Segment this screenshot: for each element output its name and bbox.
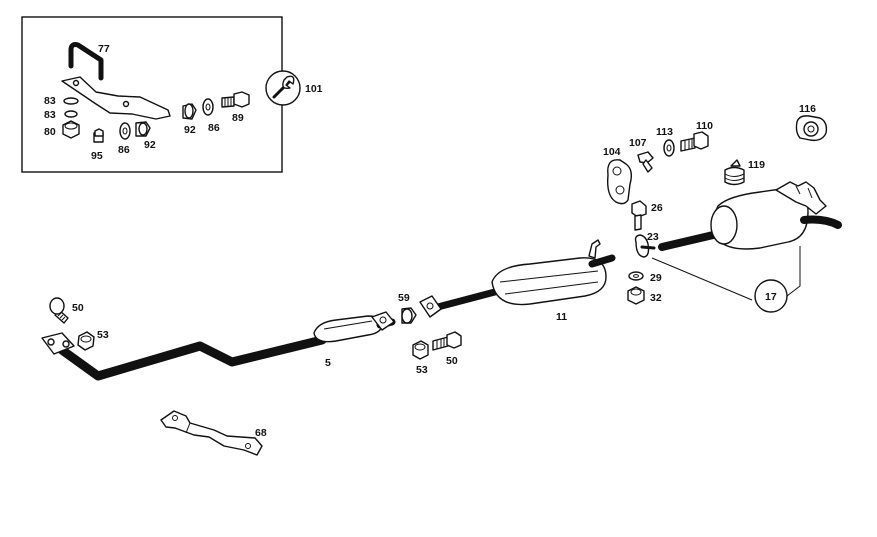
muffler-11-flange bbox=[419, 295, 442, 318]
bolt-89-icon bbox=[221, 91, 250, 108]
callout-circle-17 bbox=[754, 279, 788, 313]
label-17: 17 bbox=[765, 291, 777, 303]
bracket-hole bbox=[72, 79, 80, 87]
label-32: 32 bbox=[650, 292, 662, 304]
muffler-5-flange bbox=[371, 311, 395, 331]
label-116: 116 bbox=[799, 103, 816, 115]
nut-53-left bbox=[77, 331, 95, 351]
rear-muffler-17 bbox=[658, 181, 842, 251]
label-110: 110 bbox=[696, 120, 713, 132]
washer-83-icon bbox=[63, 97, 79, 105]
label-89: 89 bbox=[232, 112, 244, 124]
label-53: 53 bbox=[416, 364, 428, 376]
label-29: 29 bbox=[650, 272, 662, 284]
label-26: 26 bbox=[651, 202, 663, 214]
bolt-95-icon bbox=[93, 128, 104, 143]
label-92: 92 bbox=[184, 124, 196, 136]
label-83: 83 bbox=[44, 95, 56, 107]
bolt-50-mid bbox=[432, 331, 462, 351]
label-83: 83 bbox=[44, 109, 56, 121]
label-107: 107 bbox=[629, 137, 647, 149]
label-23: 23 bbox=[647, 231, 659, 243]
label-77: 77 bbox=[98, 43, 110, 55]
tool-101: 101 bbox=[265, 70, 323, 106]
label-119: 119 bbox=[748, 159, 765, 171]
label-80: 80 bbox=[44, 126, 56, 138]
washer-113-icon bbox=[663, 139, 675, 157]
washer-29-icon bbox=[628, 271, 644, 281]
bracket-68 bbox=[160, 410, 263, 456]
washer-86-icon bbox=[119, 122, 131, 140]
inset-bracket bbox=[61, 76, 171, 120]
rubber-hanger-104 bbox=[606, 159, 633, 205]
front-flange bbox=[41, 332, 75, 355]
washer-83-icon bbox=[64, 110, 78, 118]
label-104: 104 bbox=[603, 146, 621, 158]
label-101: 101 bbox=[305, 83, 323, 95]
leader-lines bbox=[651, 246, 801, 301]
rubber-buffer-119 bbox=[724, 159, 745, 186]
seal-ring-59 bbox=[401, 307, 417, 324]
label-95: 95 bbox=[91, 150, 103, 162]
rubber-mount-116 bbox=[795, 115, 828, 142]
label-50: 50 bbox=[446, 355, 458, 367]
label-11: 11 bbox=[556, 311, 567, 323]
washer-86-icon bbox=[202, 98, 214, 116]
label-53: 53 bbox=[97, 329, 109, 341]
front-pipe bbox=[41, 332, 327, 381]
muffler-17-hanger bbox=[775, 181, 827, 215]
clip-107 bbox=[637, 151, 654, 173]
label-113: 113 bbox=[656, 126, 673, 138]
hanger-tab-11 bbox=[588, 239, 601, 259]
label-59: 59 bbox=[398, 292, 410, 304]
label-86: 86 bbox=[208, 122, 220, 134]
label-5: 5 bbox=[325, 357, 331, 369]
center-muffler-11 bbox=[419, 239, 616, 318]
label-92: 92 bbox=[144, 139, 156, 151]
bolt-26 bbox=[631, 200, 647, 231]
label-50: 50 bbox=[72, 302, 84, 314]
bolt-50-left bbox=[49, 297, 69, 324]
inset-hardware-box: 77 83 83 80 95 86 92 92 86 89 bbox=[21, 16, 283, 173]
bracket-hole bbox=[122, 100, 130, 108]
label-68: 68 bbox=[255, 427, 267, 439]
label-86: 86 bbox=[118, 144, 130, 156]
u-bolt-77 bbox=[68, 42, 104, 81]
bolt-110 bbox=[680, 131, 709, 152]
front-muffler-5 bbox=[313, 311, 396, 343]
clamp-23 bbox=[634, 234, 656, 258]
